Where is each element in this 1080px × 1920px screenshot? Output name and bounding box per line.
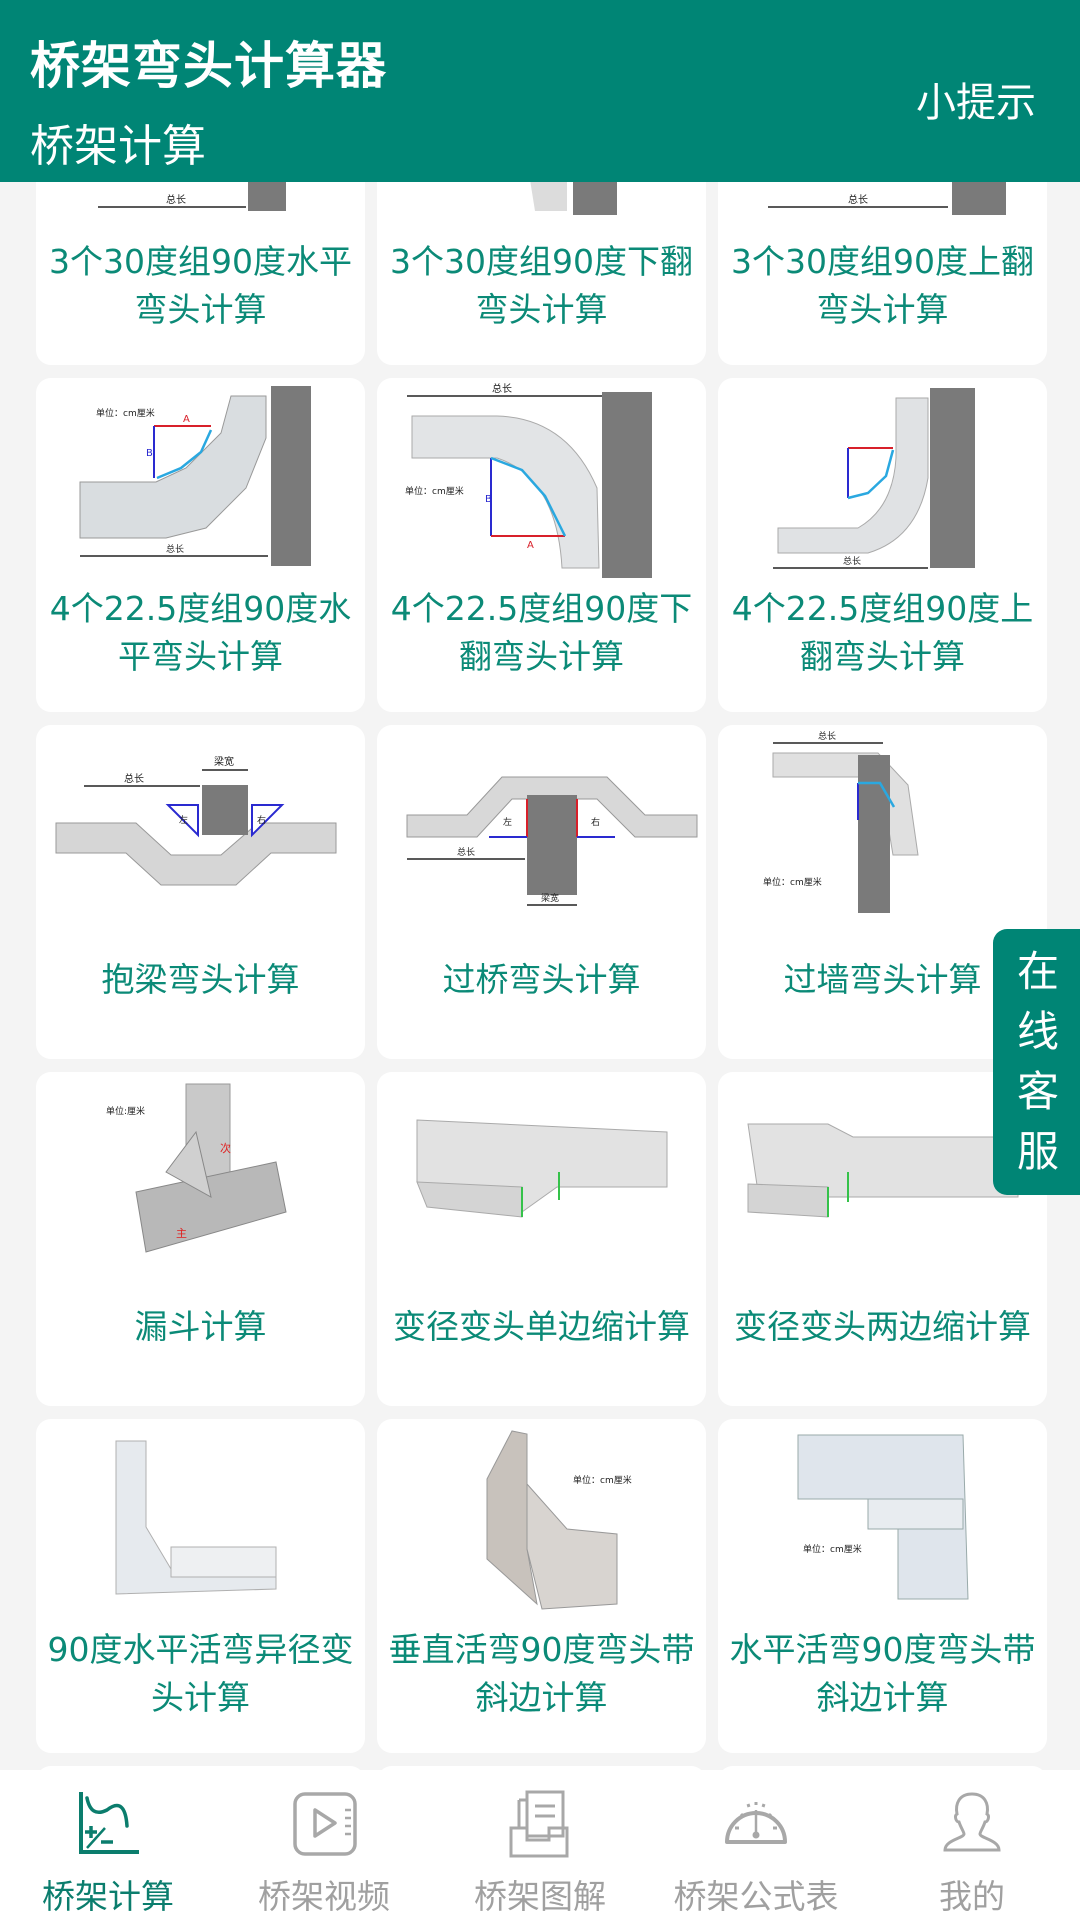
card-label: 4个22.5度组90度下翻弯头计算 bbox=[390, 589, 693, 676]
svg-text:总长: 总长 bbox=[818, 730, 836, 742]
card-22-5deg-horizontal[interactable]: A B 单位：cm厘米 总长 4个22.5度组90度水平弯头计算 bbox=[36, 378, 365, 712]
vertical-elbow-photo-icon: 单位：cm厘米 bbox=[486, 1430, 632, 1610]
svg-text:总长: 总长 bbox=[457, 846, 475, 858]
svg-text:单位：cm厘米: 单位：cm厘米 bbox=[573, 1474, 632, 1486]
service-char: 客 bbox=[1016, 1067, 1059, 1116]
svg-text:总长: 总长 bbox=[848, 193, 868, 206]
card-label: 4个22.5度组90度水平弯头计算 bbox=[49, 589, 352, 676]
card-funnel[interactable]: 单位:厘米 次 主 漏斗计算 bbox=[36, 1072, 365, 1406]
card-label: 变径变头单边缩计算 bbox=[393, 1307, 690, 1346]
card-through-wall[interactable]: 总长 单位：cm厘米 过墙弯头计算 bbox=[718, 725, 1047, 1059]
video-icon bbox=[293, 1792, 357, 1856]
beam-wrap-diagram-icon: 梁宽 总长 左 右 bbox=[55, 755, 337, 886]
user-icon bbox=[943, 1792, 1001, 1852]
card-horizontal-elbow-bevel[interactable]: 单位：cm厘米 水平活弯90度弯头带斜边计算 bbox=[718, 1419, 1047, 1753]
page-title: 桥架计算 bbox=[30, 121, 206, 172]
card-22-5deg-up-turn[interactable]: 总长 4个22.5度组90度上翻弯头计算 bbox=[718, 378, 1047, 712]
svg-text:左: 左 bbox=[179, 814, 188, 826]
svg-text:A: A bbox=[527, 540, 534, 551]
gauge-icon bbox=[725, 1802, 787, 1844]
funnel-photo-icon: 单位:厘米 次 主 bbox=[106, 1083, 287, 1253]
svg-text:梁宽: 梁宽 bbox=[541, 892, 559, 904]
svg-text:梁宽: 梁宽 bbox=[214, 755, 234, 768]
svg-text:总长: 总长 bbox=[124, 772, 144, 785]
service-char: 服 bbox=[1016, 1127, 1059, 1176]
service-char: 在 bbox=[1016, 947, 1059, 996]
app-title: 桥架弯头计算器 bbox=[30, 37, 387, 95]
card-label: 水平活弯90度弯头带斜边计算 bbox=[729, 1630, 1036, 1717]
svg-text:单位:厘米: 单位:厘米 bbox=[106, 1105, 145, 1117]
card-label: 90度水平活弯异径变头计算 bbox=[47, 1630, 354, 1717]
l-reducer-photo-icon bbox=[115, 1440, 277, 1595]
svg-text:总长: 总长 bbox=[492, 382, 512, 395]
online-service-button[interactable]: 在 线 客 服 bbox=[993, 929, 1080, 1195]
nav-label: 桥架图解 bbox=[474, 1877, 606, 1916]
svg-text:单位：cm厘米: 单位：cm厘米 bbox=[405, 485, 464, 497]
nav-item-video[interactable]: 桥架视频 bbox=[216, 1770, 432, 1920]
svg-text:总长: 总长 bbox=[843, 555, 861, 567]
svg-text:右: 右 bbox=[257, 814, 266, 826]
nav-label: 桥架公式表 bbox=[673, 1877, 839, 1916]
card-l-reducer[interactable]: 90度水平活弯异径变头计算 bbox=[36, 1419, 365, 1753]
nav-item-mine[interactable]: 我的 bbox=[864, 1770, 1080, 1920]
card-label: 4个22.5度组90度上翻弯头计算 bbox=[731, 589, 1034, 676]
card-single-side-reducer[interactable]: 变径变头单边缩计算 bbox=[377, 1072, 706, 1406]
document-tray-icon bbox=[509, 1790, 569, 1858]
up-turn-elbow-diagram-icon: 总长 bbox=[773, 388, 975, 569]
card-label: 过桥弯头计算 bbox=[442, 960, 641, 999]
svg-text:B: B bbox=[146, 448, 153, 459]
chart-calc-icon bbox=[79, 1792, 139, 1854]
card-label: 3个30度组90度上翻弯头计算 bbox=[731, 242, 1034, 329]
svg-text:主: 主 bbox=[176, 1227, 187, 1240]
svg-text:单位：cm厘米: 单位：cm厘米 bbox=[763, 876, 822, 888]
svg-text:左: 左 bbox=[503, 816, 512, 828]
horizontal-elbow-diagram-icon: A B 单位：cm厘米 总长 bbox=[79, 386, 311, 566]
nav-label: 桥架视频 bbox=[258, 1877, 390, 1916]
tips-button[interactable]: 小提示 bbox=[916, 80, 1036, 126]
card-vertical-elbow-bevel[interactable]: 单位：cm厘米 垂直活弯90度弯头带斜边计算 bbox=[377, 1419, 706, 1753]
svg-text:单位：cm厘米: 单位：cm厘米 bbox=[96, 407, 155, 419]
svg-text:B: B bbox=[485, 494, 492, 505]
down-turn-elbow-diagram-icon: 总长 单位：cm厘米 B A bbox=[405, 382, 652, 578]
svg-text:A: A bbox=[183, 414, 190, 425]
card-double-side-reducer[interactable]: 变径变头两边缩计算 bbox=[718, 1072, 1047, 1406]
card-beam-wrap[interactable]: 梁宽 总长 左 右 抱梁弯头计算 bbox=[36, 725, 365, 1059]
card-22-5deg-down-turn[interactable]: 总长 单位：cm厘米 B A 4个22.5度组90度下翻弯头计算 bbox=[377, 378, 706, 712]
card-label: 过墙弯头计算 bbox=[783, 960, 982, 999]
svg-text:右: 右 bbox=[591, 816, 600, 828]
app-header: 桥架弯头计算器 桥架计算 小提示 bbox=[0, 0, 1080, 182]
nav-item-calc[interactable]: 桥架计算 bbox=[0, 1770, 216, 1920]
svg-text:单位：cm厘米: 单位：cm厘米 bbox=[803, 1543, 862, 1555]
nav-label: 桥架计算 bbox=[42, 1877, 174, 1916]
card-label: 抱梁弯头计算 bbox=[101, 960, 300, 999]
bottom-nav: 桥架计算 桥架视频 桥架图解 bbox=[0, 1770, 1080, 1920]
svg-text:总长: 总长 bbox=[166, 543, 184, 555]
card-label: 3个30度组90度下翻弯头计算 bbox=[390, 242, 693, 329]
double-side-reducer-photo-icon bbox=[747, 1123, 1019, 1218]
single-side-reducer-photo-icon bbox=[416, 1119, 668, 1218]
bridge-over-diagram-icon: 左 右 总长 梁宽 bbox=[406, 776, 698, 906]
nav-item-diagram[interactable]: 桥架图解 bbox=[432, 1770, 648, 1920]
svg-text:次: 次 bbox=[220, 1141, 231, 1155]
horizontal-elbow-photo-icon: 单位：cm厘米 bbox=[797, 1434, 969, 1600]
through-wall-diagram-icon: 总长 单位：cm厘米 bbox=[763, 730, 919, 913]
card-label: 3个30度组90度水平弯头计算 bbox=[49, 242, 352, 329]
nav-label: 我的 bbox=[939, 1877, 1005, 1916]
service-char: 线 bbox=[1016, 1007, 1059, 1056]
nav-item-formula[interactable]: 桥架公式表 bbox=[648, 1770, 864, 1920]
card-label: 变径变头两边缩计算 bbox=[734, 1307, 1031, 1346]
card-label: 漏斗计算 bbox=[134, 1307, 267, 1346]
card-bridge-over[interactable]: 左 右 总长 梁宽 过桥弯头计算 bbox=[377, 725, 706, 1059]
card-label: 垂直活弯90度弯头带斜边计算 bbox=[388, 1630, 695, 1717]
svg-text:总长: 总长 bbox=[166, 193, 186, 206]
